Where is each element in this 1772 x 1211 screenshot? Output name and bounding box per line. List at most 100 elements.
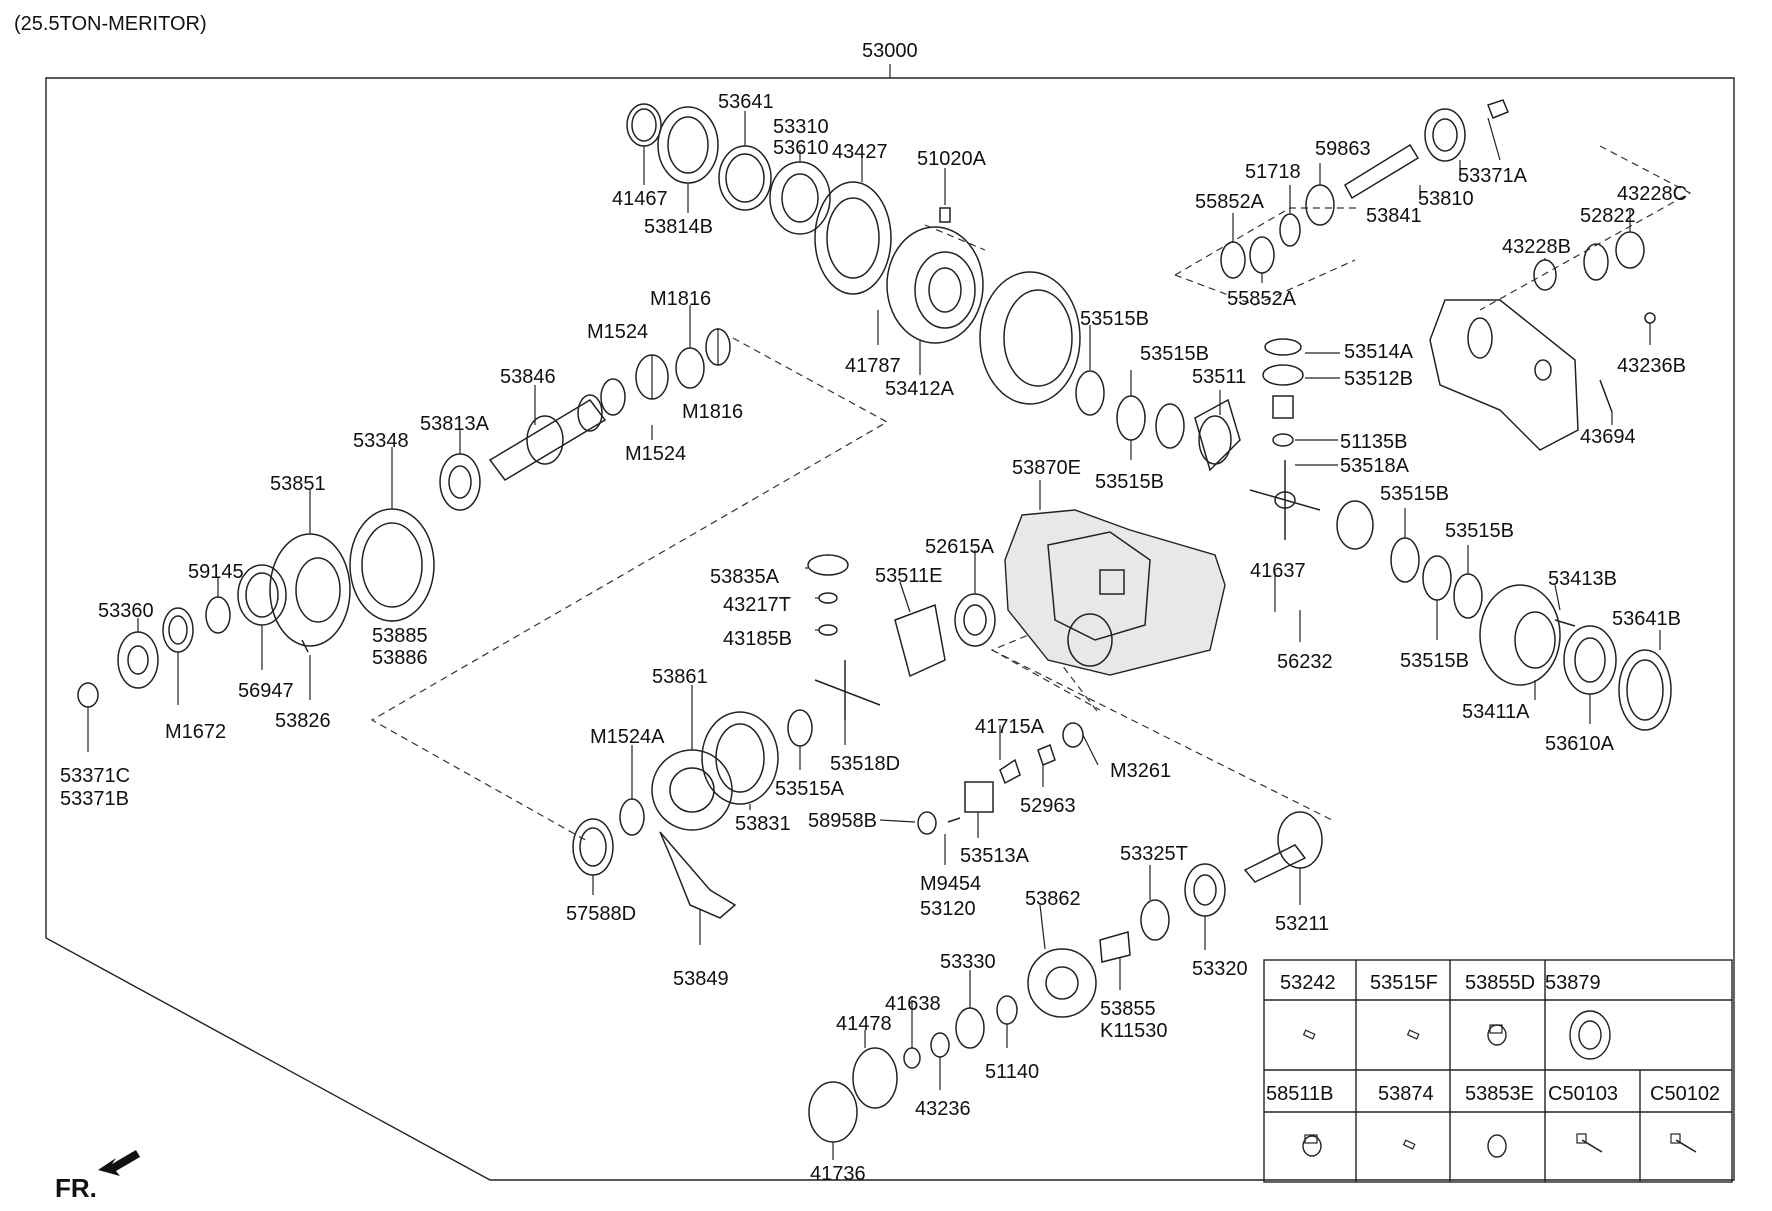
part-label: 53515B — [1380, 483, 1449, 505]
washer-icon — [1487, 1134, 1507, 1158]
part-label: K11530 — [1100, 1020, 1167, 1042]
bolt-icon — [1576, 1133, 1603, 1153]
pin-icon — [1302, 1029, 1316, 1040]
gear-53862 — [1027, 948, 1097, 1018]
part-label: 53330 — [940, 951, 996, 973]
part-label: 53515B — [1140, 343, 1209, 365]
shaft-53846 — [488, 399, 607, 481]
plate-53513A — [964, 781, 994, 813]
table-cell-label: C50102 — [1650, 1083, 1720, 1105]
assembly-frame — [45, 77, 1735, 1181]
part-label: 56947 — [238, 680, 294, 702]
table-cell-label: 53242 — [1280, 972, 1336, 994]
part-label: 53360 — [98, 600, 154, 622]
pinion-53211 — [1243, 844, 1307, 883]
bearing-53610A — [1563, 625, 1617, 695]
part-label: 53849 — [673, 968, 729, 990]
part-label: 53211 — [1275, 913, 1329, 935]
variant-label: (25.5TON-MERITOR) — [14, 13, 207, 35]
part-label: 43427 — [832, 141, 888, 163]
part-label: 52963 — [1020, 795, 1076, 817]
part-label: 59145 — [188, 561, 244, 583]
part-label: 53886 — [372, 647, 428, 669]
part-label: 41787 — [845, 355, 901, 377]
pin-icon — [1406, 1029, 1420, 1040]
table-cell-label: 53874 — [1378, 1083, 1434, 1105]
housing-53870E — [1004, 509, 1226, 676]
part-label: 53870E — [1012, 457, 1081, 479]
gear-53511E — [894, 603, 946, 678]
part-label: 53325T — [1120, 843, 1188, 865]
table-cell-label: 53855D — [1465, 972, 1535, 994]
part-label: 53641B — [1612, 608, 1681, 630]
bolt-icon — [1670, 1133, 1697, 1153]
part-label: 53518A — [1340, 455, 1410, 477]
part-label: 43228B — [1502, 236, 1571, 258]
cover-41736 — [808, 1081, 858, 1143]
carrier-53412A — [886, 226, 984, 344]
bearing-53813A — [439, 453, 481, 511]
race-53641B — [1618, 649, 1672, 731]
race-53814B — [657, 106, 719, 184]
carrier-53411A — [1479, 584, 1561, 686]
front-direction-marker: FR. — [55, 1150, 140, 1203]
part-label: 55852A — [1227, 288, 1297, 310]
part-label: 43236B — [1617, 355, 1686, 377]
part-label: M1524 — [625, 443, 686, 465]
part-label: 41638 — [885, 993, 941, 1015]
part-label: M3261 — [1110, 760, 1171, 782]
part-label: 53120 — [920, 898, 976, 920]
parts-artwork — [77, 99, 1672, 1143]
part-label: M9454 — [920, 873, 981, 895]
part-label: 43228C — [1617, 183, 1687, 205]
part-label: 53810 — [1418, 188, 1474, 210]
table-cell-label: 53853E — [1465, 1083, 1534, 1105]
part-label: 53641 — [718, 91, 774, 113]
part-label: 53515A — [775, 778, 845, 800]
part-label: 43694 — [1580, 426, 1636, 448]
part-label: 53841 — [1366, 205, 1422, 227]
part-label: 59863 — [1315, 138, 1371, 160]
part-label: 53512B — [1344, 368, 1413, 390]
yoke-53360 — [117, 631, 159, 689]
part-label: 53885 — [372, 625, 428, 647]
ring-53641 — [718, 145, 772, 211]
part-label: 53515B — [1095, 471, 1164, 493]
part-label: 53835A — [710, 566, 780, 588]
part-label: 53862 — [1025, 888, 1081, 910]
part-label: 53310 — [773, 116, 829, 138]
part-label: 43217T — [723, 594, 791, 616]
part-label: 53515B — [1400, 650, 1469, 672]
gasket-43427 — [814, 181, 892, 295]
front-arrow-icon — [98, 1150, 140, 1176]
part-label: 41637 — [1250, 560, 1306, 582]
part-label: 53610 — [773, 137, 829, 159]
part-label: 51140 — [985, 1061, 1039, 1083]
part-label: 53514A — [1344, 341, 1414, 363]
table-cell-label: 53879 — [1545, 972, 1601, 994]
part-label: 53412A — [885, 378, 955, 400]
part-label: 53855 — [1100, 998, 1156, 1020]
bearing-53610 — [769, 161, 831, 235]
part-label: 53511 — [1192, 366, 1246, 388]
part-label: 53411A — [1462, 701, 1530, 723]
leader-lines — [87, 111, 1661, 1160]
part-label: 53511E — [875, 565, 942, 587]
part-label: M1816 — [682, 401, 743, 423]
flange-53851 — [269, 533, 351, 647]
part-label: 53513A — [960, 845, 1030, 867]
part-label: 43185B — [723, 628, 792, 650]
part-label: 53515B — [1080, 308, 1149, 330]
part-label: 53371C — [60, 765, 130, 787]
part-label: M1816 — [650, 288, 711, 310]
shaft-53841 — [1344, 143, 1420, 200]
part-label: 53851 — [270, 473, 326, 495]
part-label: 56232 — [1277, 651, 1333, 673]
part-label: 52822 — [1580, 205, 1636, 227]
table-cell-label: 58511B — [1266, 1083, 1333, 1105]
ring-gear-cover — [979, 271, 1081, 405]
part-label: 53610A — [1545, 733, 1615, 755]
bracket-housing — [1429, 299, 1579, 451]
part-label: 51020A — [917, 148, 987, 170]
